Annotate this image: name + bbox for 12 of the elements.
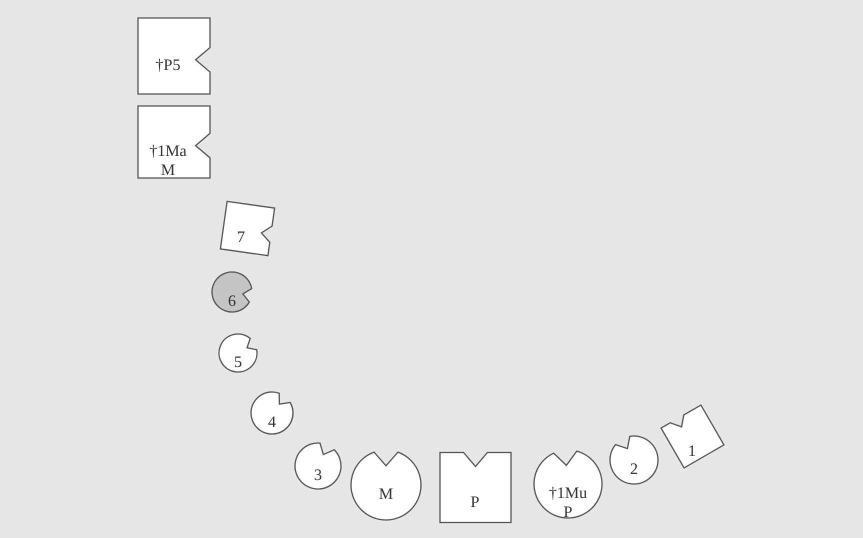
piece-label: †1Mu P bbox=[548, 484, 588, 522]
piece-label: 3 bbox=[313, 466, 323, 485]
piece-label: M bbox=[378, 485, 394, 504]
piece-label: 6 bbox=[227, 292, 237, 311]
piece-label: 2 bbox=[629, 460, 639, 479]
piece-label: 1 bbox=[687, 442, 697, 461]
piece-label: 7 bbox=[236, 228, 246, 247]
piece-label: 5 bbox=[233, 353, 243, 372]
piece-label: P bbox=[470, 493, 480, 512]
piece-label: 4 bbox=[267, 413, 277, 432]
piece-label: †1Ma M bbox=[148, 142, 188, 180]
piece-label: †P5 bbox=[154, 56, 182, 75]
